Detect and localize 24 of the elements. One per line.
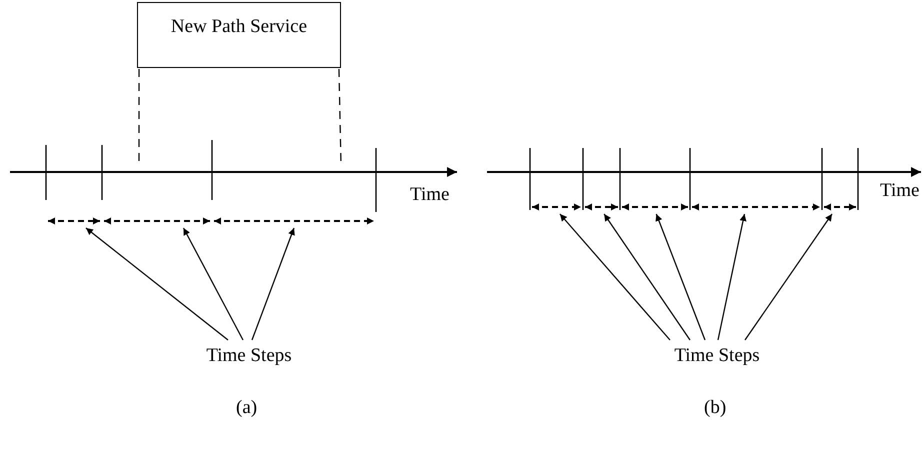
leader-arrow	[656, 214, 706, 340]
leader-arrow	[604, 214, 690, 340]
leader-arrow	[559, 214, 670, 340]
time-step-span	[585, 204, 618, 210]
service-box	[137, 2, 341, 68]
panel-label: (b)	[704, 398, 726, 417]
axis-label: Time	[880, 181, 920, 200]
leader-arrow	[182, 228, 244, 340]
time-step-span	[622, 204, 688, 210]
time-step-span	[214, 218, 374, 224]
leader-arrow	[717, 214, 746, 340]
time-step-span	[48, 218, 100, 224]
leader-arrow	[251, 228, 295, 340]
leader-arrow	[744, 214, 832, 340]
box-title: New Path Service	[170, 17, 308, 36]
time-step-span	[824, 204, 856, 210]
axis-label: Time	[410, 185, 450, 204]
time-steps-label: Time Steps	[199, 340, 299, 370]
time-step-span	[104, 218, 210, 224]
time-steps-label: Time Steps	[667, 340, 767, 370]
panel-label: (a)	[236, 398, 258, 417]
time-step-span	[532, 204, 581, 210]
leader-arrow	[86, 228, 228, 340]
time-step-span	[692, 204, 820, 210]
